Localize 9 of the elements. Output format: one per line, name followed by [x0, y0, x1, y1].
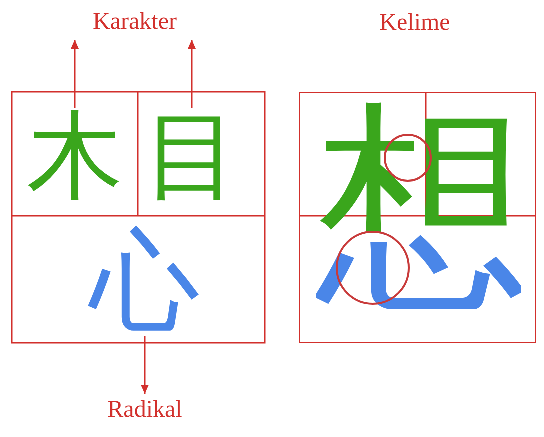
arrow — [71, 40, 79, 108]
caption-label: Karakter — [66, 8, 204, 38]
character-glyph: 心 — [75, 226, 215, 336]
character-glyph: 木 — [25, 108, 125, 208]
caption-label: Kelime — [378, 9, 452, 37]
caption-label: Radikal — [85, 396, 205, 424]
arrow — [188, 40, 196, 108]
character-glyph: 目 — [142, 108, 242, 208]
arrow — [141, 336, 149, 394]
